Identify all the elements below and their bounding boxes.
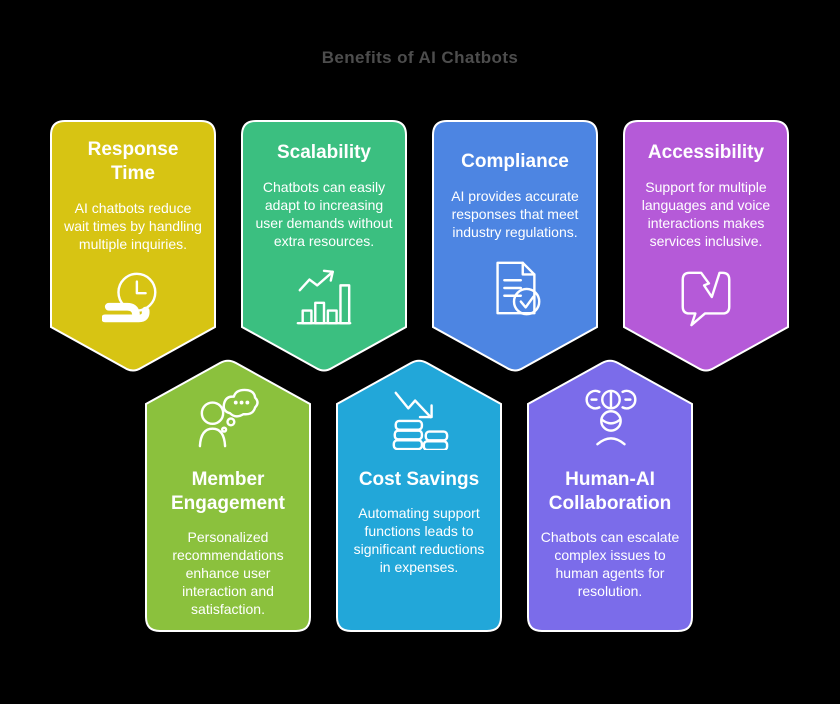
- benefit-title: Accessibility: [647, 141, 765, 163]
- banner-shape: [145, 359, 311, 632]
- banner-content: Member Engagement Personalized recommend…: [145, 358, 311, 632]
- coins-decline-icon: [392, 391, 449, 450]
- benefit-card-compliance: Compliance AI provides accurate response…: [432, 120, 598, 372]
- banner-ribbon-down: [50, 120, 216, 372]
- benefit-card-human-ai-collaboration: Human-AI Collaboration Chatbots can esca…: [527, 358, 693, 632]
- banner-ribbon-down: [432, 120, 598, 372]
- benefit-description: AI chatbots reduce wait times by handlin…: [64, 199, 202, 252]
- document-check-icon: [496, 261, 541, 315]
- banner-shape: [336, 359, 502, 632]
- benefit-title: Compliance: [461, 150, 569, 172]
- benefit-description: Automating support functions leads to si…: [353, 505, 485, 575]
- page-title: Benefits of AI Chatbots: [321, 48, 519, 67]
- growth-chart-icon: [296, 269, 352, 324]
- broken-chat-icon: [681, 271, 731, 326]
- banner-ribbon-up: [527, 359, 693, 632]
- banner-shape: [241, 120, 407, 372]
- benefit-card-accessibility: Accessibility Support for multiple langu…: [623, 120, 789, 372]
- benefit-card-member-engagement: Member Engagement Personalized recommend…: [145, 358, 311, 632]
- team-heads-icon: [585, 389, 637, 446]
- banner-shape: [623, 120, 789, 372]
- banner-shape: [527, 359, 693, 632]
- banner-ribbon-up: [336, 359, 502, 632]
- benefit-card-cost-savings: Cost Savings Automating support function…: [336, 358, 502, 632]
- benefit-title: Cost Savings: [358, 469, 480, 490]
- clock-speed-icon: [102, 272, 157, 322]
- benefit-description: Support for multiple languages and voice…: [641, 178, 771, 249]
- benefit-title: Member Engagement: [170, 469, 286, 514]
- banner-content: Human-AI Collaboration Chatbots can esca…: [527, 358, 693, 632]
- banner-content: Response Time AI chatbots reduce wait ti…: [50, 120, 216, 372]
- benefit-card-scalability: Scalability Chatbots can easily adapt to…: [241, 120, 407, 372]
- benefit-title: Human-AI Collaboration: [548, 469, 672, 514]
- banner-ribbon-down: [623, 120, 789, 372]
- benefit-description: AI provides accurate responses that meet…: [451, 187, 579, 240]
- banner-content: Scalability Chatbots can easily adapt to…: [241, 120, 407, 372]
- benefit-title: Response Time: [87, 138, 179, 184]
- person-thought-icon: [198, 388, 259, 448]
- banner-content: Cost Savings Automating support function…: [336, 358, 502, 632]
- banner-shape: [432, 120, 598, 372]
- benefit-description: Personalized recommendations enhance use…: [172, 529, 284, 617]
- banner-content: Compliance AI provides accurate response…: [432, 120, 598, 372]
- banner-ribbon-down: [241, 120, 407, 372]
- benefit-description: Chatbots can easily adapt to increasing …: [255, 178, 393, 249]
- benefit-description: Chatbots can escalate complex issues to …: [540, 529, 680, 599]
- banner-shape: [50, 120, 216, 372]
- banner-content: Accessibility Support for multiple langu…: [623, 120, 789, 372]
- benefit-card-response-time: Response Time AI chatbots reduce wait ti…: [50, 120, 216, 372]
- banner-ribbon-up: [145, 359, 311, 632]
- benefit-title: Scalability: [277, 141, 371, 163]
